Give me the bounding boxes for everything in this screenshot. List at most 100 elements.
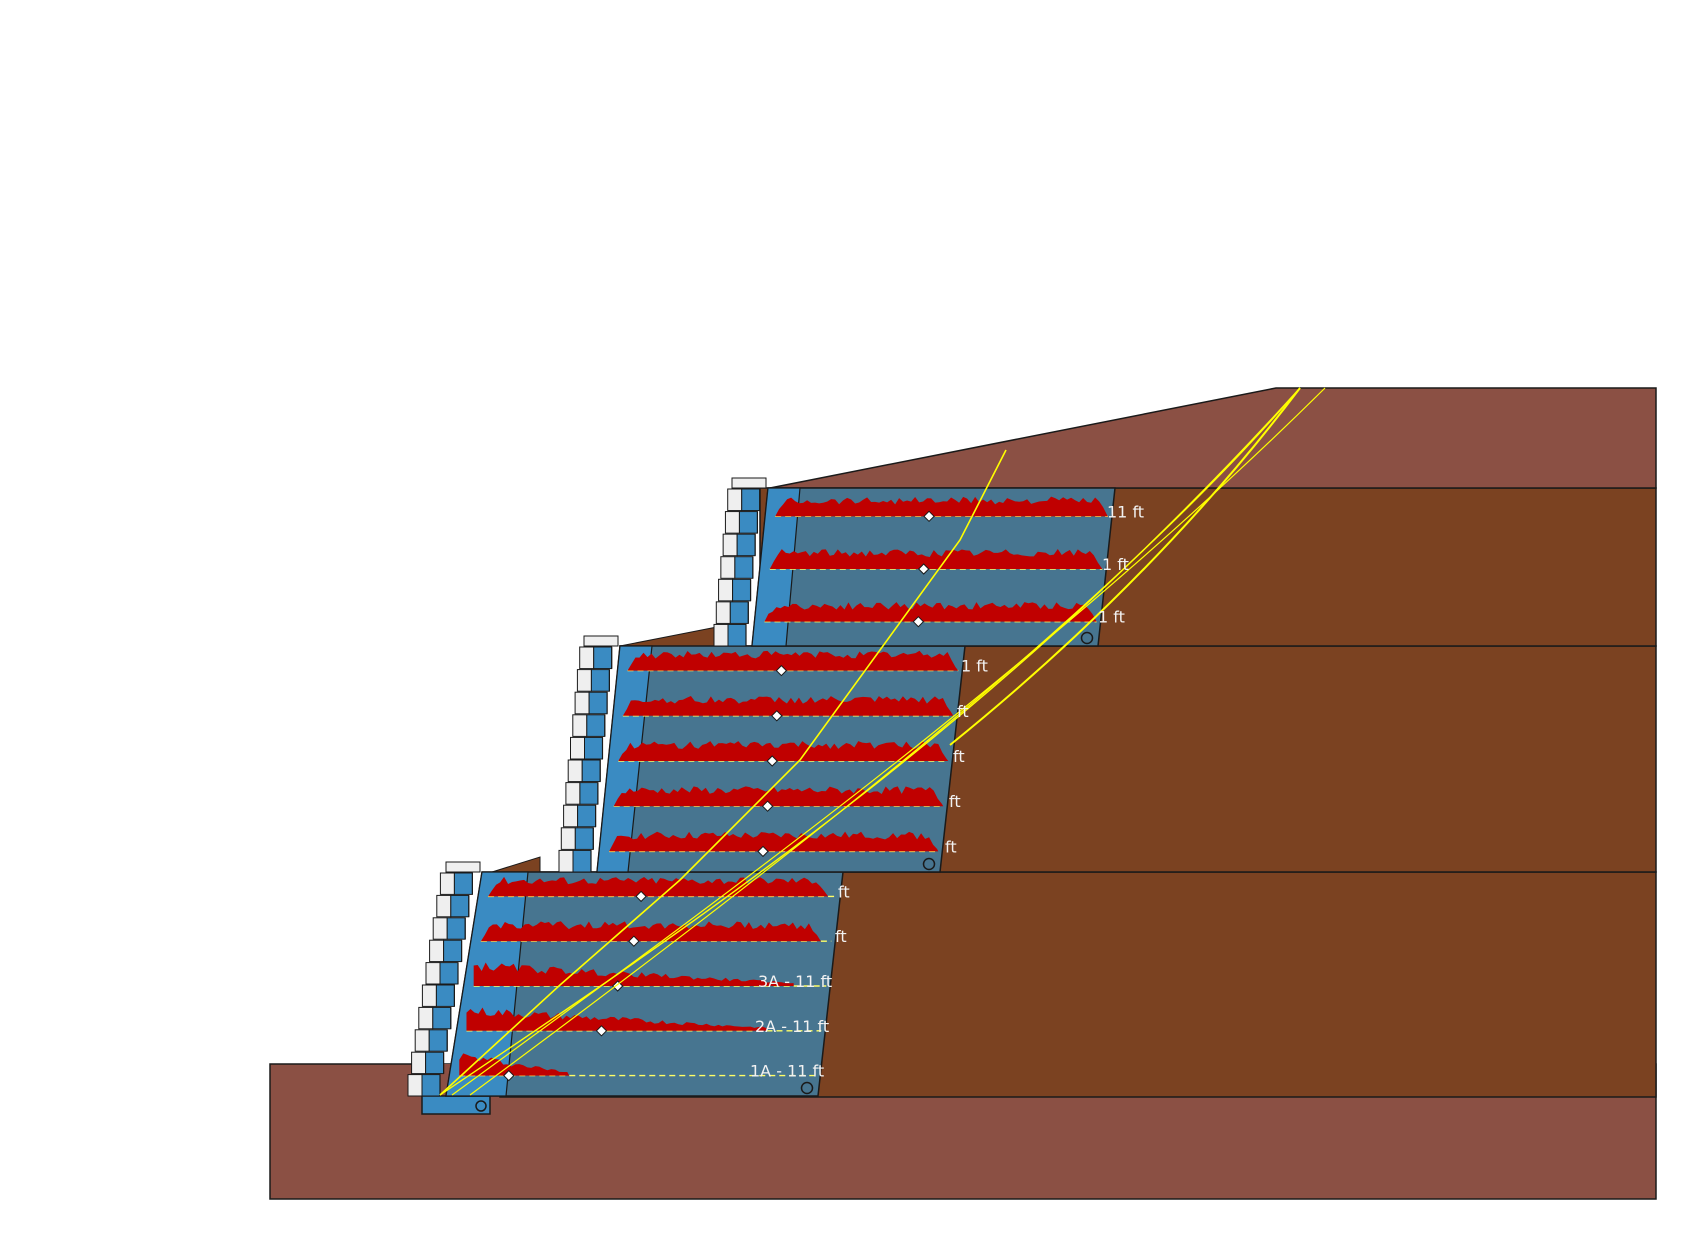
critical-point-marker — [923, 510, 935, 523]
reinforcement-force-profile — [618, 741, 949, 761]
facing-block-core — [584, 736, 603, 760]
facing-block-core — [439, 962, 459, 985]
facing-block-core — [443, 939, 463, 963]
leveling-pad-drain-pipe — [475, 1100, 487, 1112]
critical-point-marker — [912, 615, 925, 628]
bench-middle — [619, 625, 723, 647]
reinforcement-force-profile — [473, 962, 794, 986]
facing-block — [414, 1029, 430, 1052]
geogrid-label: ft — [838, 882, 850, 901]
cap-block-lower — [445, 861, 481, 873]
facing-block — [411, 1051, 427, 1075]
facing-block-core — [727, 623, 747, 647]
geogrid-label: 2A - 11 ft — [755, 1017, 829, 1036]
reinforcement-force-profile — [769, 549, 1103, 569]
facing-block — [715, 601, 731, 624]
critical-point-marker — [635, 890, 647, 903]
facing-block-core — [588, 691, 608, 715]
geogrid-label: 1A - 11 ft — [750, 1062, 824, 1081]
reinforcement-force-profile — [613, 786, 944, 807]
facing-block — [567, 759, 583, 783]
facing-block — [720, 556, 736, 579]
facing-block — [574, 691, 590, 715]
facing-block-core — [593, 646, 613, 670]
critical-point-marker — [917, 563, 930, 575]
geogrid-label: 1 ft — [1098, 608, 1125, 627]
critical-point-marker — [595, 1025, 608, 1037]
slip-surface-3 — [451, 387, 1326, 1096]
geogrid-label: 11 ft — [1107, 502, 1144, 521]
geogrid-label: ft — [957, 702, 969, 721]
geogrid-label: 3A - 11 ft — [758, 972, 832, 991]
facing-block — [572, 714, 588, 737]
facing-block — [718, 578, 734, 602]
facing-block — [560, 827, 576, 850]
facing-block-core — [446, 917, 466, 940]
critical-point-marker — [611, 980, 624, 992]
facing-block-core — [425, 1051, 445, 1075]
critical-point-marker — [775, 664, 788, 677]
geogrid-label: ft — [835, 927, 847, 946]
facing-block-core — [741, 488, 761, 512]
geogrid-label: 1 ft — [1102, 555, 1129, 574]
facing-block — [576, 669, 592, 692]
bench-lower — [491, 856, 541, 873]
facing-blocks — [407, 477, 767, 1097]
critical-point-marker — [757, 845, 769, 858]
facing-block-core — [432, 1006, 452, 1030]
facing-block-core — [734, 556, 754, 579]
facing-block — [727, 488, 743, 512]
facing-block-core — [572, 849, 592, 873]
geogrid-label: ft — [949, 792, 961, 811]
reinforcement-force-profile — [480, 921, 821, 942]
critical-point-marker — [771, 710, 783, 722]
facing-block-core — [574, 827, 594, 850]
geogrid-reinforcement — [459, 496, 1108, 1082]
facing-block — [425, 962, 441, 985]
facing-block — [713, 623, 729, 647]
facing-block-core — [729, 601, 749, 624]
reinforcement-force-profile — [775, 496, 1108, 517]
facing-block — [565, 782, 581, 805]
facing-block-core — [586, 714, 606, 737]
facing-block — [579, 646, 595, 670]
facing-block — [418, 1006, 434, 1030]
facing-block-core — [428, 1029, 448, 1052]
layer-labels: 1A - 11 ft 2A - 11 ft 3A - 11 ft ft ft ft ft ft… — [750, 502, 1144, 1080]
facing-block — [429, 939, 445, 963]
drain-pipe-middle — [922, 857, 936, 871]
facing-block — [432, 917, 448, 940]
slip-surface-5 — [949, 387, 1301, 746]
facing-block — [436, 894, 452, 918]
facing-block-core — [738, 511, 758, 534]
facing-block — [570, 736, 585, 760]
facing-block — [563, 804, 579, 828]
critical-point-marker — [761, 800, 774, 812]
drain-pipe-lower — [800, 1081, 814, 1095]
critical-point-marker — [628, 935, 640, 947]
facing-block — [407, 1074, 423, 1097]
facing-block — [724, 511, 740, 534]
geogrid-label: ft — [945, 837, 957, 856]
facing-block-core — [450, 894, 470, 918]
facing-block — [439, 872, 455, 895]
facing-block-core — [590, 669, 610, 692]
geogrid-label: 1 ft — [961, 657, 988, 676]
slip-surfaces — [439, 387, 1326, 1096]
reinforcement-force-profile — [764, 602, 1097, 622]
cap-block-upper — [731, 477, 767, 489]
reinforcement-force-profile — [622, 696, 954, 716]
critical-point-marker — [766, 755, 778, 767]
drain-pipe-upper — [1080, 631, 1094, 645]
facing-block-core — [579, 782, 599, 805]
facing-block-core — [453, 872, 473, 895]
facing-block-core — [577, 804, 597, 828]
facing-block — [421, 984, 437, 1007]
facing-block-core — [435, 984, 455, 1007]
facing-block-core — [736, 533, 756, 557]
slip-surface-1 — [439, 449, 1007, 1096]
backslope-soil — [769, 387, 1657, 489]
geogrid-label: ft — [953, 747, 965, 766]
critical-point-marker — [503, 1069, 515, 1082]
